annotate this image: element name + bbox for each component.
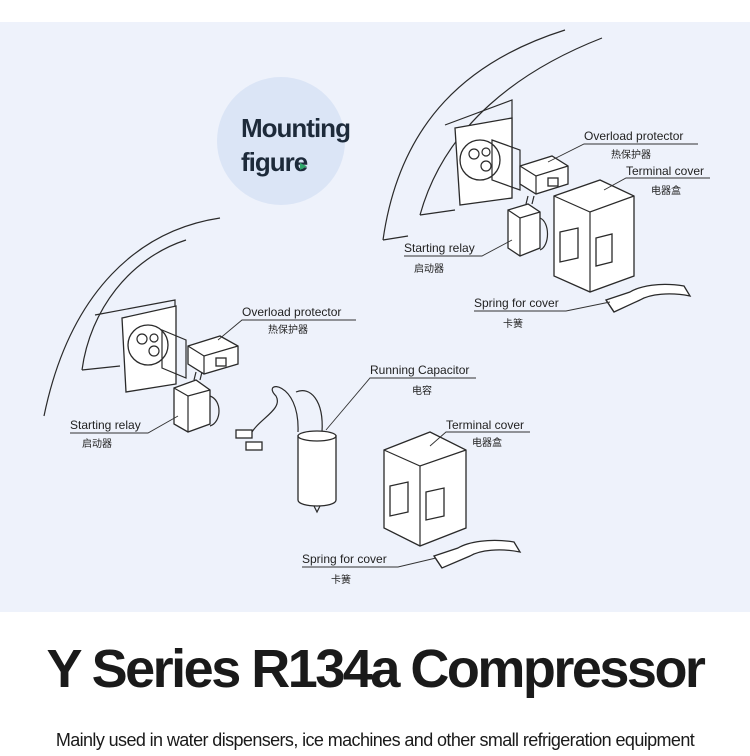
overload-protector-right <box>519 155 569 195</box>
overload-protector-label-left-zh: 热保护器 <box>268 323 308 336</box>
starting-relay-label-left-zh: 启动器 <box>82 437 112 450</box>
labels-right: Overload protector 热保护器 Terminal cover 电… <box>404 129 710 330</box>
spring-for-cover-label-left: Spring for cover <box>302 552 387 566</box>
page-subtitle: Mainly used in water dispensers, ice mac… <box>55 730 695 750</box>
spring-for-cover-label-zh: 卡簧 <box>503 317 523 330</box>
overload-protector-left <box>187 335 239 375</box>
starting-relay-left <box>173 371 220 433</box>
cover-spring-right <box>604 283 692 313</box>
terminal-cover-label-zh: 电器盒 <box>651 184 681 197</box>
page-title: Y Series R134a Compressor <box>46 639 706 699</box>
compressor-body-right <box>382 29 603 241</box>
starting-relay-label-zh: 启动器 <box>414 262 444 275</box>
running-capacitor-label-zh: 电容 <box>412 384 432 397</box>
cover-spring-left <box>432 539 522 569</box>
overload-protector-label: Overload protector <box>584 129 683 143</box>
terminal-cover-left <box>383 431 467 547</box>
terminal-cover-label-left-zh: 电器盒 <box>472 436 502 449</box>
running-capacitor-label: Running Capacitor <box>370 363 469 377</box>
badge-line1: Mounting <box>241 113 350 143</box>
badge-line2: figure <box>241 147 308 177</box>
terminal-cover-right <box>553 179 635 293</box>
compressor-body-left <box>43 217 221 417</box>
terminal-cover-label-left: Terminal cover <box>446 418 524 432</box>
overload-protector-label-left: Overload protector <box>242 305 341 319</box>
terminal-cover-label: Terminal cover <box>626 164 704 178</box>
mounting-figure-badge: Mounting figure ▸ <box>217 77 351 205</box>
starting-relay-label: Starting relay <box>404 241 475 255</box>
play-arrow-icon: ▸ <box>300 158 307 174</box>
labels-left: Overload protector 热保护器 Starting relay 启… <box>70 305 530 586</box>
starting-relay-label-left: Starting relay <box>70 418 141 432</box>
spring-for-cover-label-left-zh: 卡簧 <box>331 573 351 586</box>
spring-for-cover-label: Spring for cover <box>474 296 559 310</box>
overload-protector-label-zh: 热保护器 <box>611 148 651 161</box>
starting-relay-right <box>507 195 549 257</box>
running-capacitor <box>235 386 337 514</box>
